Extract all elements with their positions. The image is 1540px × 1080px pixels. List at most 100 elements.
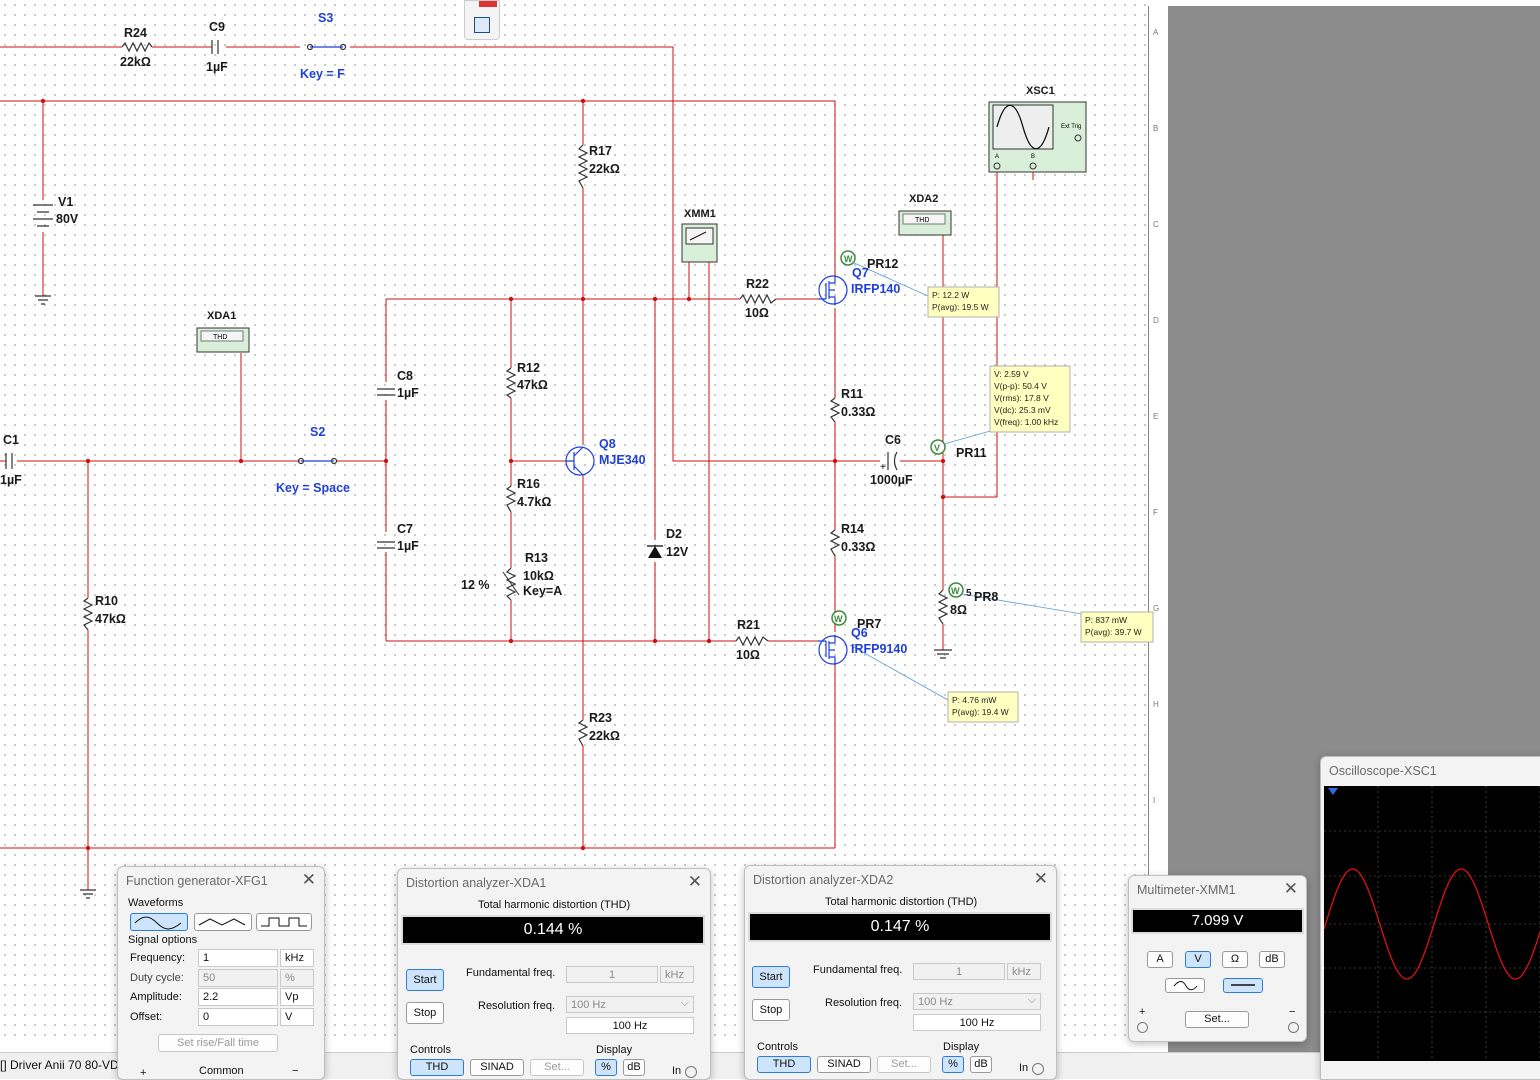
square-wave-button[interactable] <box>256 913 312 931</box>
multimeter-set-button[interactable]: Set... <box>1185 1011 1249 1028</box>
xda2-percent-button[interactable]: % <box>942 1056 964 1073</box>
r13-name: R13 <box>525 551 548 565</box>
oscilloscope-title: Oscilloscope-XSC1 <box>1329 764 1437 778</box>
tooltip-pr8: P: 837 mW P(avg): 39.7 W <box>1080 611 1154 643</box>
amplitude-field[interactable]: 2.2 <box>198 988 278 1006</box>
xda1-percent-button[interactable]: % <box>595 1059 617 1076</box>
multimeter-minus-terminal[interactable] <box>1288 1022 1299 1033</box>
xmm1-symbol <box>681 223 718 263</box>
distortion-analyzer-xda1-panel[interactable]: Distortion analyzer-XDA1 ✕ Total harmoni… <box>397 868 711 1080</box>
offset-field[interactable]: 0 <box>198 1008 278 1026</box>
v1-value: 80V <box>56 212 79 226</box>
multimeter-plus-terminal[interactable] <box>1137 1022 1148 1033</box>
c9-value: 1µF <box>206 60 228 74</box>
r12-value: 47kΩ <box>517 378 548 392</box>
xsc1-a: A <box>995 154 999 160</box>
row-label: G <box>1153 604 1160 613</box>
oscilloscope-panel[interactable]: Oscilloscope-XSC1 <box>1320 756 1540 1080</box>
r13-percent: 12 % <box>461 578 490 592</box>
offset-unit[interactable]: V <box>280 1008 314 1026</box>
pr12-name: PR12 <box>867 257 898 271</box>
distortion-analyzer-xda2-panel[interactable]: Distortion analyzer-XDA2 ✕ Total harmoni… <box>744 865 1057 1080</box>
r16-value: 4.7kΩ <box>517 495 551 509</box>
multimeter-panel[interactable]: Multimeter-XMM1 ✕ 7.099 V A V Ω dB Set..… <box>1128 875 1307 1042</box>
multimeter-minus: − <box>1289 1006 1296 1018</box>
xda1-stop-button[interactable]: Stop <box>406 1002 444 1024</box>
r11-value: 0.33Ω <box>841 405 875 419</box>
xda2-set-button[interactable]: Set... <box>877 1056 931 1073</box>
xda1-display-label: Display <box>596 1044 633 1056</box>
red-marker-icon <box>479 1 497 7</box>
svg-text:P: 837 mW: P: 837 mW <box>1085 615 1127 625</box>
xda1-thd-display: 0.144 % <box>401 915 705 945</box>
xsc1-symbol <box>988 101 1087 173</box>
multimeter-dc-button[interactable] <box>1223 978 1263 993</box>
row-label: F <box>1153 508 1158 517</box>
function-generator-panel[interactable]: Function generator-XFG1 ✕ Waveforms Sign… <box>117 866 325 1080</box>
xda1-set-button[interactable]: Set... <box>530 1059 584 1076</box>
sine-wave-button[interactable] <box>130 913 188 931</box>
multimeter-amp-button[interactable]: A <box>1147 951 1173 968</box>
d2-zener <box>647 545 663 558</box>
svg-text:V(freq): 1.00 kHz: V(freq): 1.00 kHz <box>994 417 1058 427</box>
close-icon[interactable]: ✕ <box>1283 879 1298 898</box>
d2-name: D2 <box>666 527 682 541</box>
xda2-sinad-button[interactable]: SINAD <box>817 1056 871 1073</box>
xda2-in-terminal[interactable] <box>1032 1063 1044 1075</box>
xda1-in-terminal[interactable] <box>685 1066 697 1078</box>
r23-name: R23 <box>589 711 612 725</box>
frequency-field[interactable]: 1 <box>198 949 278 967</box>
multimeter-ohm-button[interactable]: Ω <box>1222 951 1248 968</box>
duty-cycle-field[interactable]: 50 <box>198 969 278 987</box>
sheet-border: A B C D E F G H I <box>1148 6 1167 1040</box>
row-label: I <box>1153 796 1156 805</box>
c8-value: 1µF <box>397 386 419 400</box>
amplitude-unit[interactable]: Vp <box>280 988 314 1006</box>
xda2-stop-button[interactable]: Stop <box>752 999 790 1021</box>
oscilloscope-screen[interactable] <box>1324 786 1540 1061</box>
function-generator-title: Function generator-XFG1 <box>126 874 268 888</box>
r17-name: R17 <box>589 144 612 158</box>
frequency-unit[interactable]: kHz <box>280 949 314 967</box>
square-icon <box>261 917 307 927</box>
xda2-display-label: Display <box>943 1041 980 1053</box>
xda1-sinad-button[interactable]: SINAD <box>470 1059 524 1076</box>
xda-symbols <box>196 210 952 353</box>
r21-name: R21 <box>737 618 760 632</box>
xda2-fund-field[interactable]: 1 <box>913 963 1005 980</box>
multimeter-volt-button[interactable]: V <box>1185 951 1211 968</box>
pr7-name: PR7 <box>857 617 881 631</box>
c7-name: C7 <box>397 522 413 536</box>
multimeter-title: Multimeter-XMM1 <box>1137 883 1236 897</box>
multimeter-ac-button[interactable] <box>1165 978 1205 993</box>
duty-cycle-label: Duty cycle: <box>130 972 184 984</box>
svg-text:P: 4.76 mW: P: 4.76 mW <box>952 695 996 705</box>
close-icon[interactable]: ✕ <box>687 872 702 891</box>
tooltip-pr12: P: 12.2 W P(avg): 19.5 W <box>927 286 1000 318</box>
triangle-wave-button[interactable] <box>194 913 252 931</box>
xsc1-ext-trig: Ext Trig <box>1061 124 1081 130</box>
waveforms-label: Waveforms <box>128 897 184 909</box>
xda1-start-button[interactable]: Start <box>406 969 444 991</box>
xda1-thd-button[interactable]: THD <box>410 1059 464 1076</box>
xda2-thd-button[interactable]: THD <box>757 1056 811 1073</box>
c7-value: 1µF <box>397 539 419 553</box>
pr11-name: PR11 <box>956 446 987 460</box>
xda2-res-select[interactable]: 100 Hz⌵ <box>913 993 1041 1010</box>
xda1-thd-label: Total harmonic distortion (THD) <box>478 899 631 911</box>
xda2-start-button[interactable]: Start <box>752 966 790 988</box>
multimeter-db-button[interactable]: dB <box>1259 951 1285 968</box>
trigger-marker-icon <box>1328 788 1338 795</box>
xda1-fund-field[interactable]: 1 <box>566 966 658 983</box>
oscilloscope-trace <box>1324 868 1540 980</box>
close-icon[interactable]: ✕ <box>1033 869 1048 888</box>
close-icon[interactable]: ✕ <box>301 870 316 889</box>
xda1-res-select[interactable]: 100 Hz⌵ <box>566 996 694 1013</box>
xda1-res-select-value: 100 Hz <box>571 999 606 1011</box>
toolbar-icon[interactable] <box>464 0 500 40</box>
xda2-db-button[interactable]: dB <box>970 1056 992 1073</box>
offset-label: Offset: <box>130 1011 163 1023</box>
s3-name: S3 <box>318 11 333 25</box>
set-rise-fall-button[interactable]: Set rise/Fall time <box>158 1034 278 1052</box>
xda1-db-button[interactable]: dB <box>623 1059 645 1076</box>
